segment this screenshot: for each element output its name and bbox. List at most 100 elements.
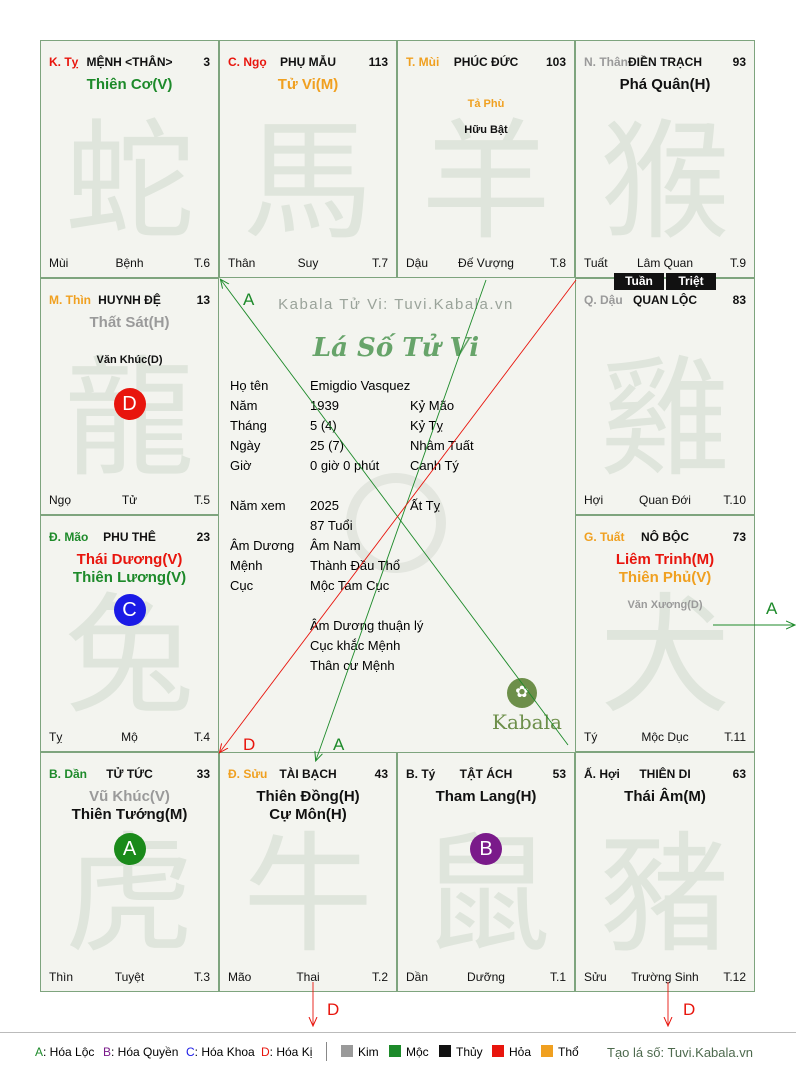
palace-age: 33: [196, 767, 210, 781]
info-can-chi: Kỷ Mão: [410, 398, 455, 413]
palace-number: T.6: [193, 256, 210, 270]
info-label: Giờ: [230, 458, 252, 473]
minor-star: Văn Khúc(D): [96, 354, 163, 366]
zodiac-animal-watermark: 馬: [242, 105, 374, 258]
palace-footer: Bệnh Mùi T.6: [49, 256, 210, 271]
star-list: Liêm Trinh(M)Thiên Phủ(V)Văn Xương(D): [576, 551, 754, 613]
info-value: Thành Đầu Thổ: [310, 558, 401, 573]
star-list: Thất Sát(H) Văn Khúc(D): [41, 314, 218, 368]
palace-number: T.10: [723, 493, 746, 507]
palace-age: 53: [552, 767, 566, 781]
star-list: Tham Lang(H): [398, 788, 574, 806]
arrow-label-d: D: [327, 1000, 339, 1019]
info-can-chi: Kỷ Tỵ: [410, 418, 443, 433]
info-value: 0 giờ 0 phút: [310, 458, 380, 473]
palace-stage: Quan Đới: [639, 493, 691, 507]
zodiac-animal-watermark: 鼠: [420, 818, 552, 971]
arrow-label-d: D: [683, 1000, 695, 1019]
palace-stage: Mộc Dục: [641, 730, 689, 744]
palace-age: 93: [732, 55, 746, 69]
legend-divider: [326, 1042, 327, 1061]
palace-age: 63: [732, 767, 746, 781]
palace-branch: Mùi: [49, 256, 69, 270]
info-label: Họ tên: [230, 378, 269, 393]
palace-can-chi: Đ. Mão: [49, 530, 89, 544]
major-star: Thiên Lương(V): [72, 569, 187, 586]
palace-name: HUYNH ĐỆ: [98, 293, 161, 307]
palace-branch: Tý: [584, 730, 598, 744]
palace-stage: Bệnh: [115, 256, 144, 270]
transformation-badge: B: [470, 833, 502, 865]
site-watermark: Kabala Tử Vi: Tuvi.Kabala.vn: [278, 296, 514, 313]
palace-name: PHỤ MẪU: [280, 55, 336, 69]
element-name: Thủy: [456, 1045, 483, 1059]
star-list: Thái Dương(V)Thiên Lương(V): [41, 551, 218, 587]
major-star: Cự Môn(H): [269, 806, 347, 823]
palace-number: T.3: [193, 970, 210, 984]
analysis-note: Cục khắc Mệnh: [310, 638, 401, 653]
minor-star: Hữu Bật: [464, 124, 508, 136]
major-star: Thiên Cơ(V): [86, 76, 173, 93]
transformation-badge: D: [113, 388, 146, 420]
palace-branch: Ngọ: [49, 493, 72, 507]
palace-number: T.8: [549, 256, 566, 270]
kabala-logo: ✿Kabala: [492, 678, 562, 734]
element-swatch: [341, 1045, 353, 1057]
palace-stage: Thai: [296, 970, 320, 984]
element-name: Kim: [358, 1045, 379, 1059]
palace-stage: Lâm Quan: [636, 256, 694, 270]
major-star: Vũ Khúc(V): [89, 788, 170, 805]
palace-can-chi: G. Tuất: [584, 530, 625, 544]
palace-can-chi: M. Thìn: [49, 293, 91, 307]
info-value: 25 (7): [310, 438, 344, 453]
major-star: Tham Lang(H): [435, 788, 537, 805]
star-spacer: [41, 332, 218, 342]
palace-branch: Thìn: [49, 970, 74, 984]
star-list: Thiên Cơ(V): [41, 76, 218, 94]
star-spacer: [398, 86, 574, 96]
palace-name: THIÊN DI: [639, 767, 691, 781]
palace-stage: Đế Vượng: [458, 256, 514, 270]
palace-branch: Thân: [228, 256, 256, 270]
info-label: Ngày: [230, 438, 261, 453]
info-value: Âm Nam: [310, 538, 361, 553]
element-name: Thổ: [558, 1045, 579, 1059]
legend-bar: A: Hóa Lộc B: Hóa Quyền C: Hóa Khoa D: H…: [0, 1032, 796, 1070]
major-star: Thất Sát(H): [89, 314, 170, 331]
info-value: 87 Tuổi: [310, 518, 353, 533]
major-star: Thái Âm(M): [624, 788, 706, 805]
palace-number: T.2: [371, 970, 388, 984]
palace-number: T.4: [193, 730, 210, 744]
info-label: Năm xem: [230, 498, 286, 513]
palace-can-chi: K. Tỵ: [49, 55, 79, 69]
tuan-marker: Tuần: [614, 273, 664, 290]
element-swatch: [541, 1045, 553, 1057]
palace-stage: Dưỡng: [467, 970, 505, 984]
palace-name: NÔ BỘC: [641, 530, 689, 544]
